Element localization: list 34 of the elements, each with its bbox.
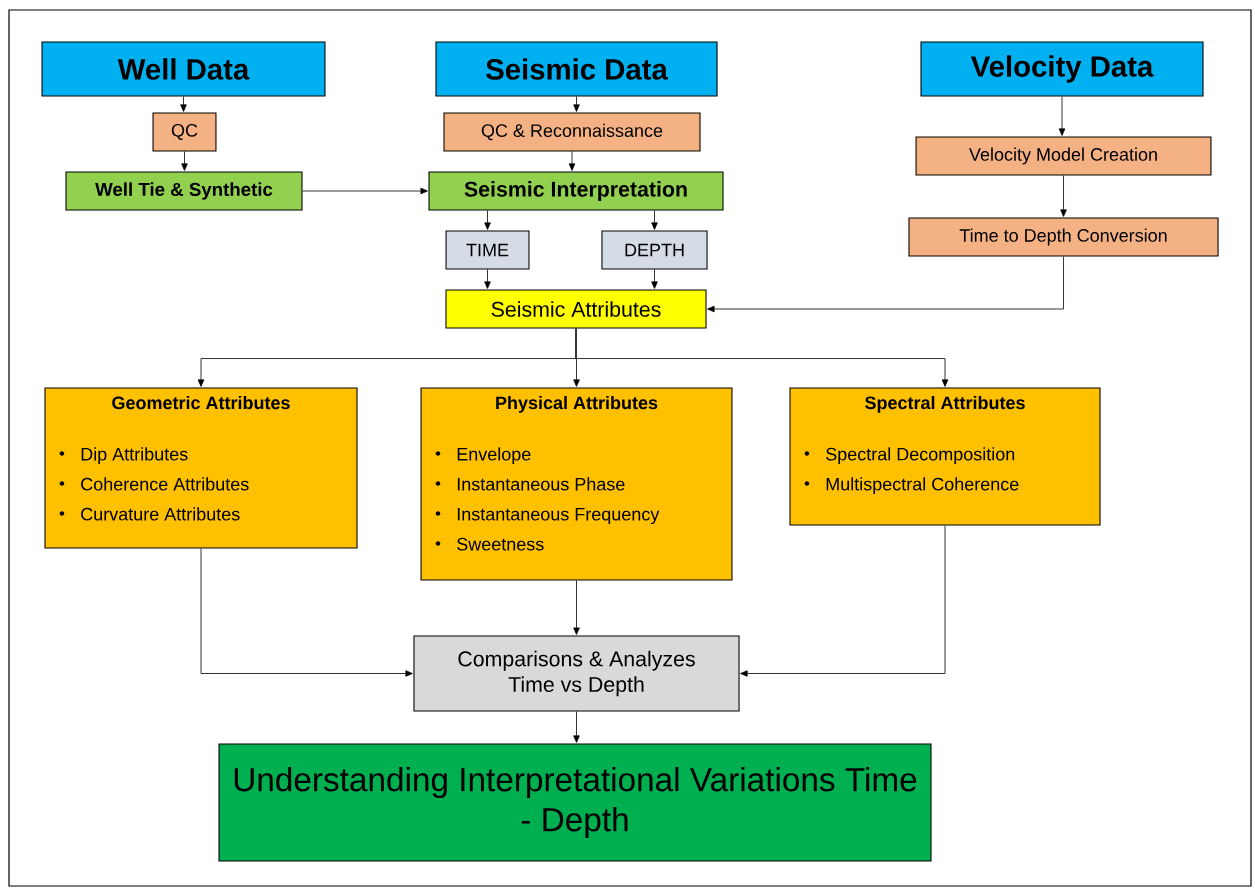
process-box: Seismic Attributes — [445, 289, 707, 329]
list-box: Spectral Attributes Spectral Decomposition Multispectral Coherence — [789, 387, 1101, 526]
process-box: DEPTH — [601, 230, 708, 270]
arrow — [575, 328, 949, 387]
title-box: Velocity Data — [920, 41, 1204, 97]
list-box: Geometric Attributes Dip Attributes Coherence Attributes Curvature Attributes — [44, 387, 358, 549]
process-box: Time to Depth Conversion — [908, 217, 1219, 257]
process-box: Velocity Model Creation — [915, 136, 1212, 176]
process-box: TIME — [445, 230, 530, 270]
arrow — [1058, 96, 1066, 136]
arrow — [180, 96, 187, 112]
list-box: Physical Attributes Envelope Instantaneous Phase Instantaneous Frequency Sweetness — [420, 387, 733, 581]
arrow — [568, 151, 576, 171]
arrow — [1060, 175, 1067, 217]
arrow — [302, 187, 428, 195]
arrow — [200, 548, 413, 677]
arrow — [740, 525, 946, 677]
arrow — [484, 210, 491, 230]
arrow — [484, 269, 491, 289]
title-box: Well Data — [41, 41, 326, 97]
result-box: Understanding Interpretational Variations Time - Depth — [218, 743, 932, 862]
process-box: Well Tie & Synthetic — [65, 171, 303, 211]
process-box: QC — [152, 112, 217, 152]
process-box: Seismic Interpretation — [428, 171, 724, 211]
arrow — [651, 269, 658, 289]
arrow — [573, 580, 580, 635]
process-box: QC & Reconnaissance — [443, 112, 701, 152]
arrow — [651, 210, 658, 230]
arrow — [181, 151, 188, 171]
arrow — [573, 96, 580, 112]
process-box: Comparisons & Analyzes Time vs Depth — [413, 635, 740, 712]
title-box: Seismic Data — [435, 41, 718, 97]
arrow — [573, 711, 580, 743]
arrow — [707, 256, 1064, 313]
